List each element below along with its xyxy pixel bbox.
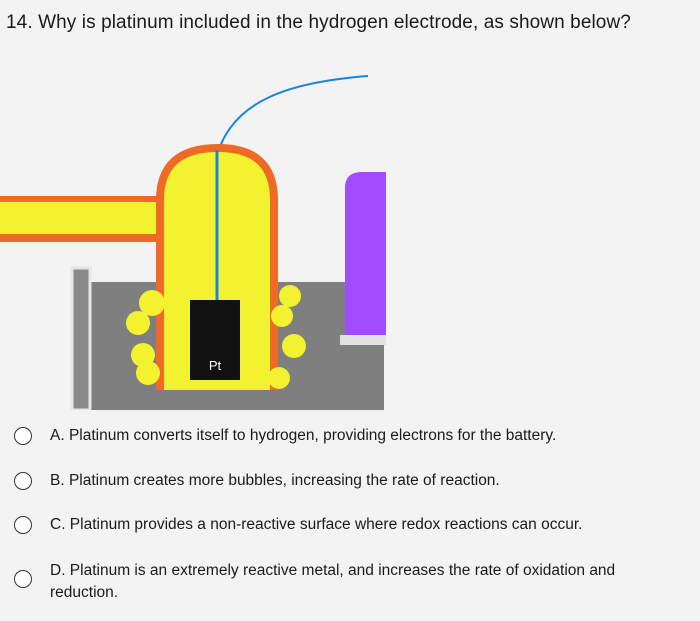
tank-wall [70, 266, 92, 410]
radio-option-a[interactable] [14, 427, 32, 445]
salt-bridge [345, 172, 386, 335]
electrode-label: Pt [209, 358, 222, 373]
wire [217, 75, 369, 153]
salt-bridge-shelf [340, 335, 386, 345]
radio-option-c[interactable] [14, 516, 32, 534]
platinum-electrode [190, 300, 240, 380]
radio-option-d[interactable] [14, 570, 32, 588]
hydrogen-inlet-gas [0, 202, 178, 234]
option-b[interactable]: B. Platinum creates more bubbles, increa… [14, 470, 500, 492]
option-c[interactable]: C. Platinum provides a non-reactive surf… [14, 514, 582, 536]
option-c-label: C. Platinum provides a non-reactive surf… [50, 516, 583, 533]
hydrogen-electrode-diagram: Pt [0, 75, 386, 410]
option-a-label: A. Platinum converts itself to hydrogen,… [50, 427, 557, 444]
radio-option-b[interactable] [14, 472, 32, 490]
question-text: 14. Why is platinum included in the hydr… [6, 12, 631, 33]
option-d[interactable]: D. Platinum is an extremely reactive met… [14, 560, 670, 604]
hydrogen-bubbles [126, 285, 306, 389]
option-a[interactable]: A. Platinum converts itself to hydrogen,… [14, 425, 556, 447]
option-b-label: B. Platinum creates more bubbles, increa… [50, 472, 500, 489]
option-d-label: D. Platinum is an extremely reactive met… [50, 562, 616, 601]
